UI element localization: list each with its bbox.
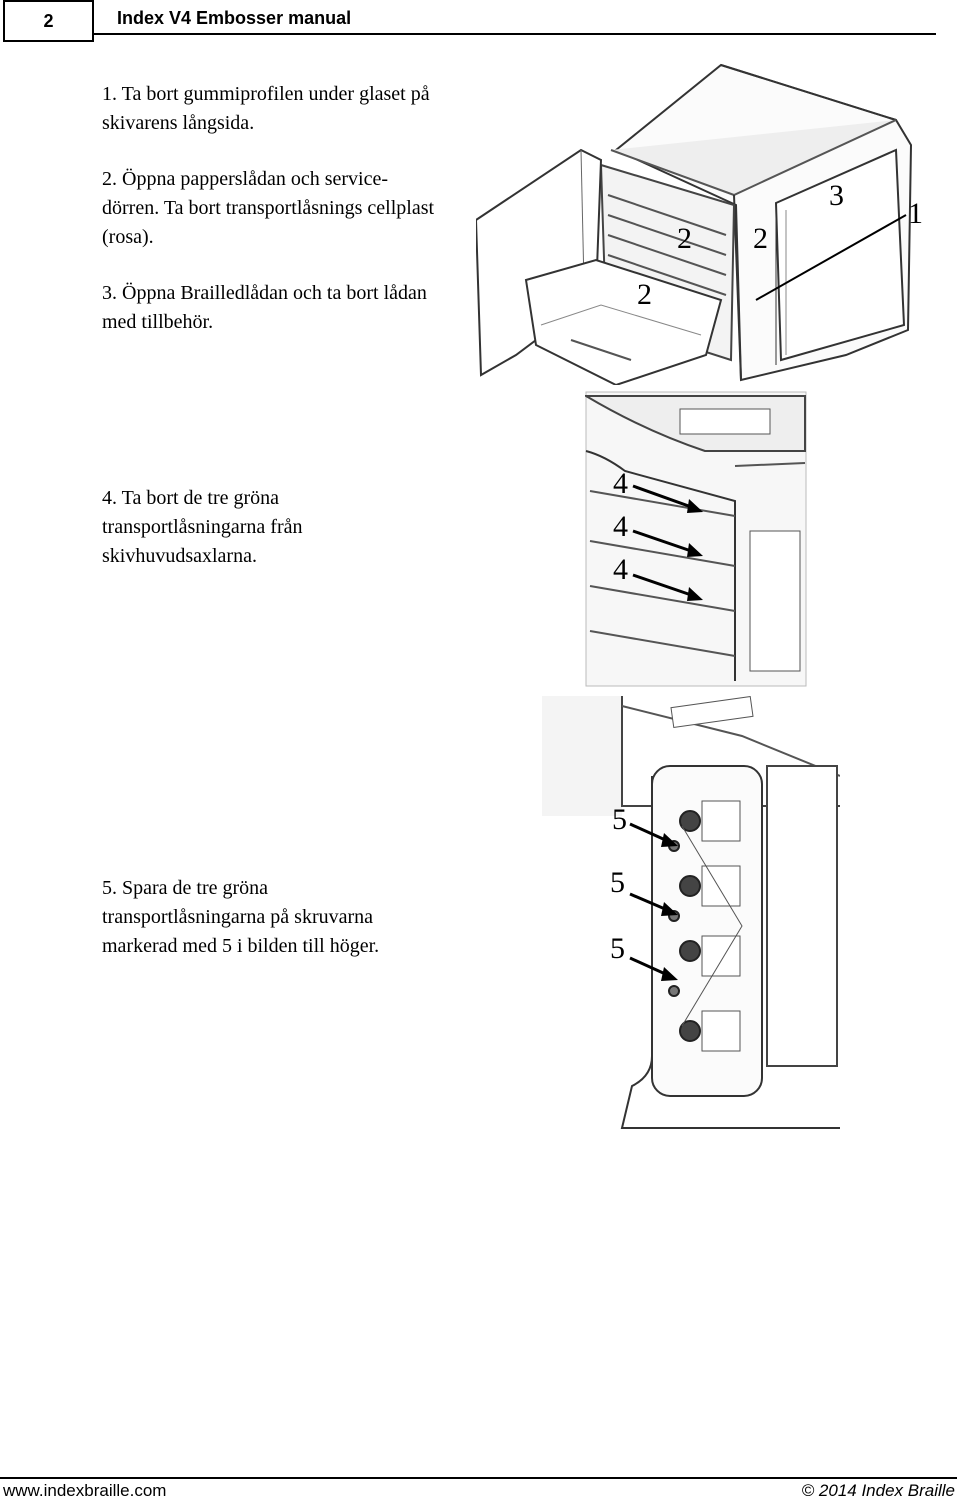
fig2-label-4b: 4	[613, 510, 628, 543]
fig2-label-4c: 4	[613, 553, 628, 586]
step-2-line-2: dörren. Ta bort transportlåsnings cellpl…	[102, 197, 435, 219]
step-4-text: 4. Ta bort de tre gröna transportlåsning…	[102, 484, 302, 571]
step-2-line-3: (rosa).	[102, 226, 154, 248]
step-4-line-2: transportlåsningarna från	[102, 516, 303, 538]
step-5-line-2: transportlåsningarna på skruvarna	[102, 906, 374, 928]
step-4-line-1: 4. Ta bort de tre gröna	[102, 487, 280, 509]
footer-website: www.indexbraille.com	[3, 1481, 167, 1500]
fig2-label-4a: 4	[613, 467, 628, 500]
step-1-line-1: 1. Ta bort gummiprofilen under glaset på	[102, 83, 430, 105]
document-title: Index V4 Embosser manual	[117, 8, 352, 28]
fig3-label-5b: 5	[610, 866, 625, 899]
step-3-line-1: 3. Öppna Brailledlådan och ta bort lådan	[102, 282, 427, 304]
fig3-label-5a: 5	[612, 803, 627, 836]
step-2-line-1: 2. Öppna papperslådan och service-	[102, 168, 388, 190]
step-4-line-3: skivhuvudsaxlarna.	[102, 545, 257, 567]
step-5-text: 5. Spara de tre gröna transportlåsningar…	[102, 874, 379, 961]
step-5-line-3: markerad med 5 i bilden till höger.	[102, 935, 380, 957]
embosser-open-doors-figure: 2 2 2 3 1	[476, 55, 931, 385]
transport-locks-figure: 4 4 4	[585, 391, 807, 687]
header-rule	[94, 33, 936, 35]
screw-positions-figure: 5 5 5	[542, 696, 840, 1130]
fig1-label-2a: 2	[677, 222, 692, 255]
footer-rule	[0, 1477, 957, 1479]
step-3-text: 3. Öppna Brailledlådan och ta bort lådan…	[102, 279, 427, 337]
fig1-label-2c: 2	[637, 278, 652, 311]
step-1-line-2: skivarens långsida.	[102, 112, 255, 134]
step-3-line-2: med tillbehör.	[102, 311, 214, 333]
fig1-label-2b: 2	[753, 222, 768, 255]
fig3-label-5c: 5	[610, 932, 625, 965]
step-5-line-1: 5. Spara de tre gröna	[102, 877, 269, 899]
step-1-text: 1. Ta bort gummiprofilen under glaset på…	[102, 80, 430, 138]
fig1-label-3: 3	[829, 179, 844, 212]
page-number: 2	[3, 0, 94, 42]
footer-copyright: © 2014 Index Braille	[801, 1481, 955, 1500]
fig1-label-1: 1	[908, 197, 923, 230]
step-2-text: 2. Öppna papperslådan och service- dörre…	[102, 165, 434, 252]
